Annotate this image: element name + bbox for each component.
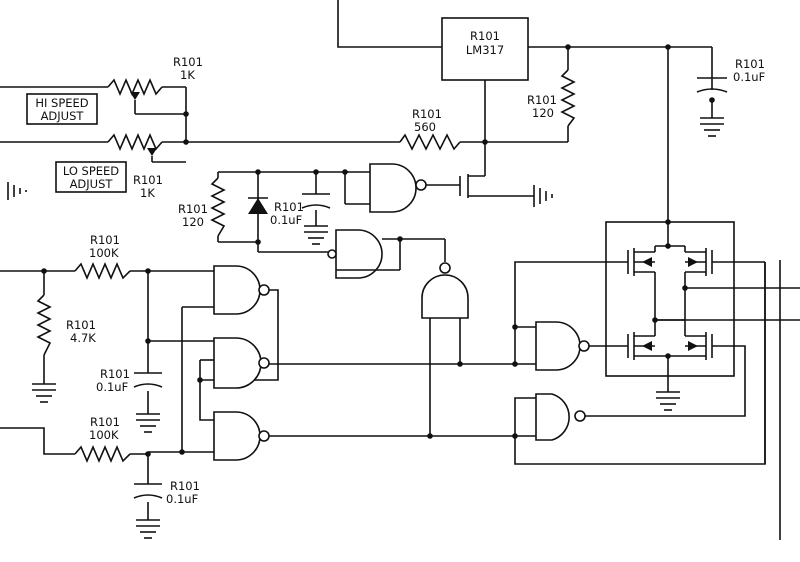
hi-speed-line1: HI SPEED	[35, 96, 88, 110]
lo-speed-label-box: LO SPEED ADJUST	[55, 161, 127, 193]
label-c-timer-value: 0.1uF	[270, 213, 302, 227]
regulator-part: LM317	[466, 43, 504, 57]
label-r560-value: 560	[414, 120, 436, 134]
potentiometer-lo	[107, 132, 163, 156]
lm317-regulator: R101 LM317	[441, 17, 529, 81]
mosfet-top-wiring	[426, 142, 534, 198]
label-r100k-top-value: 100K	[89, 246, 119, 260]
lo-speed-line1: LO SPEED	[63, 164, 119, 178]
resistor-r100k-top	[74, 261, 131, 281]
output-leads	[764, 260, 781, 540]
diode-timer	[248, 197, 268, 214]
label-pot-hi-ref: R101	[173, 55, 203, 69]
h-bridge-mosfets	[627, 222, 800, 392]
label-pot-lo-value: 1K	[140, 186, 155, 200]
hi-speed-line2: ADJUST	[41, 109, 85, 123]
capacitor-c-out	[696, 77, 728, 93]
label-r47k-ref: R101	[66, 318, 96, 332]
ground-symbol-in1	[32, 383, 56, 403]
label-r47k-value: 4.7K	[70, 331, 96, 345]
nand-gate-vertical	[421, 262, 469, 436]
ground-symbol	[700, 117, 724, 137]
resistor-r100k-bottom	[74, 444, 131, 464]
label-c-mid-ref: R101	[100, 367, 130, 381]
label-c-out-value: 0.1uF	[733, 70, 765, 84]
resistor-r120-regulator	[560, 69, 576, 127]
nand-middle-wiring	[336, 238, 446, 271]
label-pot-hi-value: 1K	[180, 68, 195, 82]
ground-symbol-mosfet	[533, 185, 553, 207]
resistor-r120-timer	[210, 177, 226, 237]
nand-gate-left1	[213, 265, 270, 315]
right-gate-wiring	[514, 261, 766, 465]
label-c-bottom-value: 0.1uF	[166, 492, 198, 506]
label-r560-ref: R101	[412, 107, 442, 121]
ground-symbol-in3	[136, 519, 160, 539]
component-labels: R101 1K R101 1K R101 560 R101 120 R101 0…	[66, 55, 765, 506]
label-c-bottom-ref: R101	[170, 479, 200, 493]
input-wiring	[0, 270, 214, 520]
nand-gate-left3	[213, 411, 270, 461]
label-c-mid-value: 0.1uF	[96, 380, 128, 394]
ground-symbol-bridge	[656, 391, 680, 411]
label-c-timer-ref: R101	[274, 200, 304, 214]
nand-gate-top	[369, 163, 427, 213]
regulator-wiring	[337, 0, 713, 222]
resistor-r560	[399, 133, 461, 151]
nand-gate-middle	[327, 229, 383, 279]
label-c-out-ref: R101	[735, 57, 765, 71]
nand-gate-right-top	[535, 321, 590, 371]
nand-gate-right-bottom	[535, 393, 586, 441]
ground-symbol-timer	[304, 225, 328, 245]
capacitor-c-timer	[301, 193, 331, 209]
label-r100k-top-ref: R101	[90, 233, 120, 247]
label-r120-reg-ref: R101	[527, 93, 557, 107]
junction-dots	[41, 44, 715, 457]
regulator-ref: R101	[470, 29, 500, 43]
label-r120-reg-value: 120	[532, 106, 554, 120]
label-r120-timer-ref: R101	[178, 202, 208, 216]
nand-gate-left2	[213, 337, 270, 389]
capacitor-c-bottom	[133, 483, 163, 499]
ground-symbol-in2	[136, 413, 160, 433]
capacitor-c-mid	[133, 372, 163, 388]
label-pot-lo-ref: R101	[133, 173, 163, 187]
nand-stack-wiring	[148, 289, 515, 453]
label-r100k-bottom-ref: R101	[90, 415, 120, 429]
ground-symbol-left	[7, 182, 27, 200]
potentiometer-hi	[107, 77, 163, 100]
label-r120-timer-value: 120	[182, 215, 204, 229]
hi-speed-label-box: HI SPEED ADJUST	[26, 93, 98, 125]
lo-speed-line2: ADJUST	[70, 177, 114, 191]
label-r100k-bottom-value: 100K	[89, 428, 119, 442]
resistor-r47k	[36, 294, 52, 356]
